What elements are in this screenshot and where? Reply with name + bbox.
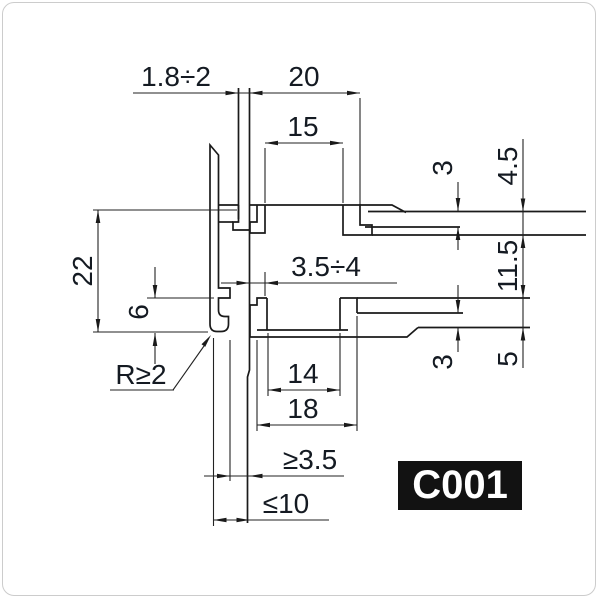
lower-channel-bottom-outer [250, 326, 419, 338]
upper-channel-left-wall [249, 205, 266, 234]
dim-min-engagement: ≥3.5 [283, 444, 337, 475]
badge-label: C001 [412, 463, 508, 507]
web-top-right [249, 204, 407, 214]
extension-lines [93, 98, 361, 526]
dim-upper-outer-width: 20 [288, 61, 319, 92]
dim-sheet-thickness: 1.8÷2 [141, 61, 211, 92]
lower-channel-left-wall [249, 297, 267, 337]
dim-lower-slot-depth: 5 [492, 351, 523, 367]
dim-wall-height: 22 [67, 255, 98, 286]
badge-background [398, 461, 522, 510]
dim-upper-slot-depth: 4.5 [492, 147, 523, 186]
dim-lower-arm-thickness: 3 [427, 354, 458, 370]
dim-lower-inner-width: 14 [287, 358, 318, 389]
upper-channel-right-wall [342, 204, 373, 236]
product-code-badge: C001 [398, 461, 522, 510]
dim-max-depth: ≤10 [263, 488, 310, 519]
lower-channel-right-wall [340, 297, 358, 313]
left-wall-outline [209, 142, 231, 333]
dim-lower-outer-width: 18 [287, 393, 318, 424]
center-stem-line [246, 230, 251, 523]
dim-upper-arm-thickness: 3 [427, 160, 458, 176]
dim-middle-gap: 11.5 [492, 240, 523, 292]
dim-upper-inner-width: 15 [287, 111, 318, 142]
arrowheads [95, 90, 526, 523]
dim-hook-height: 6 [123, 304, 154, 320]
profile-geometry [209, 88, 586, 523]
dimension-labels: 1.8÷2 20 15 3 4.5 22 11.5 6 3.5÷4 R≥2 14… [67, 61, 523, 519]
dim-fillet-radius: R≥2 [115, 359, 166, 390]
sheet-slot-pocket [232, 205, 250, 231]
dim-middle-slot: 3.5÷4 [291, 251, 361, 282]
